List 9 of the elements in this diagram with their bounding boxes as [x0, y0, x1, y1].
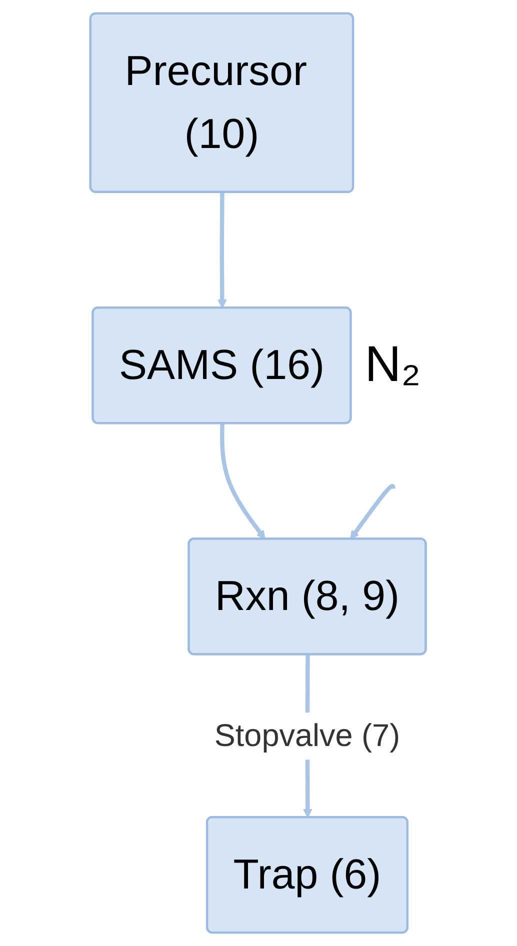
gas-label: N₂: [365, 336, 422, 393]
arrow: [350, 484, 396, 540]
process-box: Precursor (10): [90, 12, 354, 194]
arrow: [218, 192, 228, 308]
edge-label: Stopvalve (7): [214, 712, 400, 760]
process-box: SAMS (16): [92, 306, 352, 424]
process-box: Rxn (8, 9): [188, 538, 428, 656]
process-box: Trap (6): [206, 816, 409, 934]
arrow: [220, 424, 266, 540]
